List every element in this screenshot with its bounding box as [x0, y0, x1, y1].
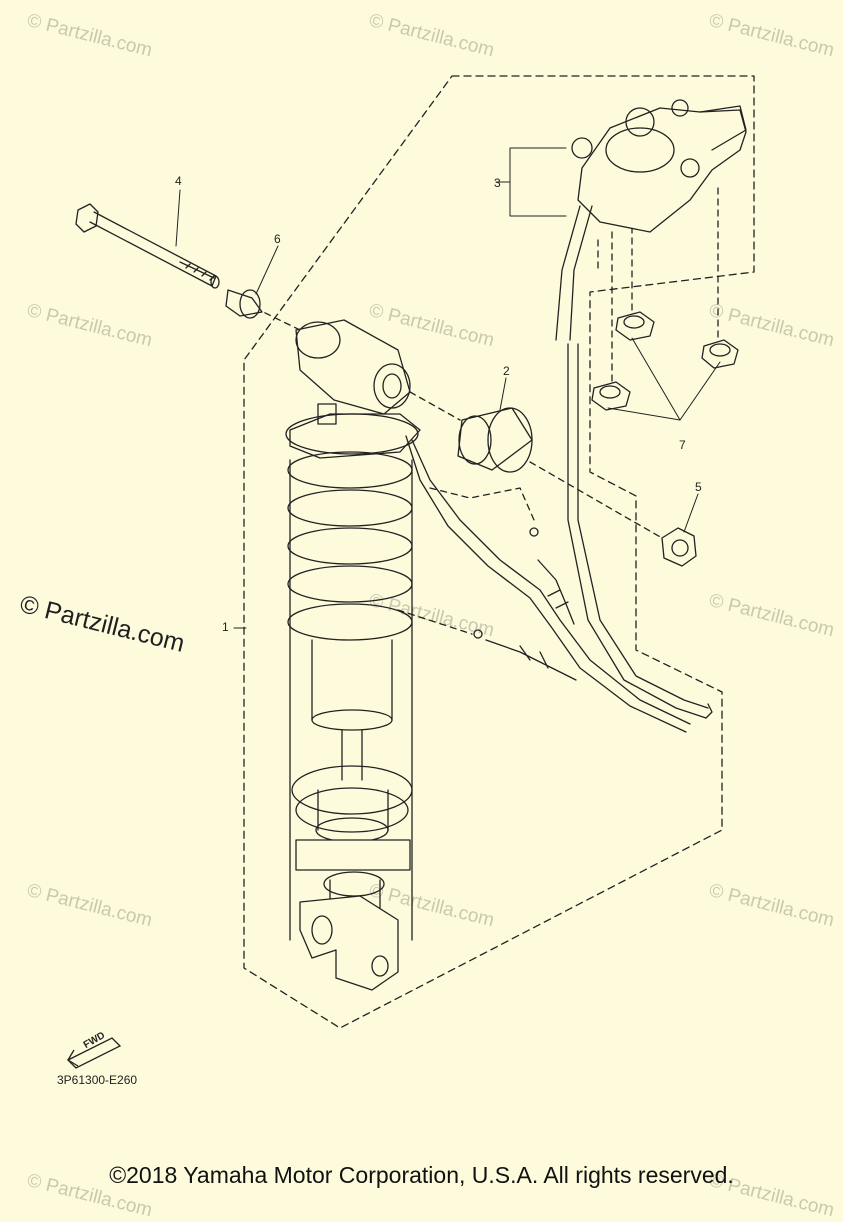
leader-lines [254, 187, 719, 635]
callout-leaders [175, 147, 721, 629]
collar-part-6 [225, 289, 263, 319]
callout-1: 1 [222, 620, 229, 634]
callout-4: 4 [175, 174, 182, 188]
diagram-code: 3P61300-E260 [57, 1073, 138, 1087]
shock-absorber-part-1 [285, 319, 421, 991]
callout-6: 6 [274, 232, 281, 246]
forward-arrow-icon [66, 1037, 122, 1069]
assembly-boundary [243, 75, 755, 1029]
nut-part-5 [661, 527, 697, 567]
callout-7: 7 [679, 438, 686, 452]
callout-2: 2 [503, 364, 510, 378]
nuts-part-7 [591, 311, 739, 411]
damping-cables [405, 435, 691, 733]
bolt-part-4 [75, 203, 220, 289]
adjuster-hoses [555, 205, 713, 719]
callout-5: 5 [695, 480, 702, 494]
bushing-part-2 [457, 407, 533, 473]
copyright-notice: ©2018 Yamaha Motor Corporation, U.S.A. A… [109, 1162, 734, 1188]
adjuster-part-3 [571, 99, 747, 233]
callout-3: 3 [494, 176, 501, 190]
